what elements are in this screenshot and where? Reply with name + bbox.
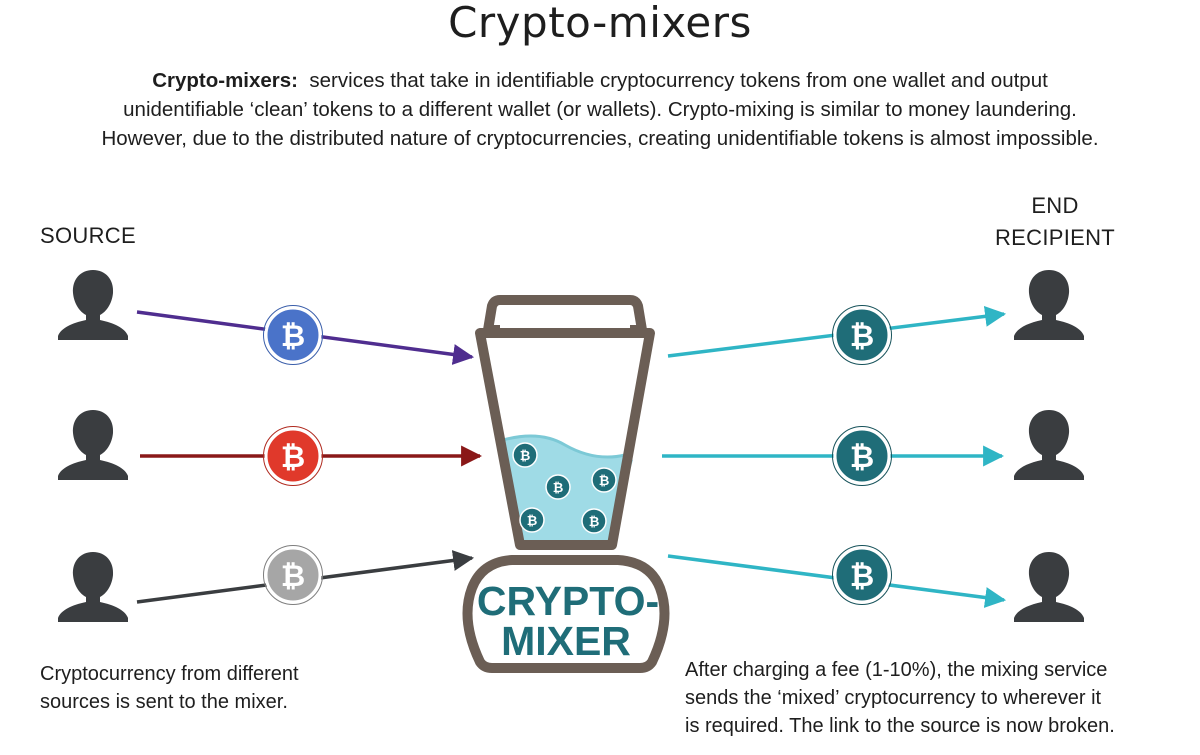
- output-coin-3-symbol: ₿: [850, 559, 874, 594]
- description-text-1: services that take in identifiable crypt…: [309, 69, 1048, 92]
- mixed-coin-2-symbol: ₿: [553, 481, 564, 496]
- end-recipient-label-line-2: RECIPIENT: [994, 225, 1116, 250]
- end-recipient-label-line-1: END: [1031, 193, 1079, 218]
- recipient-caption: After charging a fee (1-10%), the mixing…: [685, 656, 1195, 740]
- mixed-coin-3-symbol: ₿: [599, 474, 610, 489]
- source-person-3-icon: [58, 552, 128, 622]
- mixer-label-line-2: MIXER: [501, 618, 631, 664]
- output-coin-2-symbol: ₿: [850, 440, 874, 475]
- description-line-2: unidentifiable ‘clean’ tokens to a diffe…: [123, 98, 1077, 121]
- mixed-coin-5-symbol: ₿: [589, 515, 600, 530]
- description-line-1: Crypto-mixers: services that take in ide…: [0, 66, 1200, 95]
- end-recipient-label: END RECIPIENT: [980, 190, 1130, 254]
- source-person-2-icon: [58, 410, 128, 480]
- source-coin-3-symbol: ₿: [281, 559, 305, 594]
- mixed-coin-4-icon: ₿: [519, 507, 545, 533]
- blender-base: [462, 555, 670, 673]
- source-caption-line-1: Cryptocurrency from different: [40, 663, 299, 685]
- output-coin-3-icon: ₿: [832, 545, 892, 605]
- mixed-coin-2-icon: ₿: [545, 474, 571, 500]
- source-label: SOURCE: [40, 223, 136, 248]
- source-coin-2-icon: ₿: [263, 426, 323, 486]
- source-coin-1-icon: ₿: [263, 305, 323, 365]
- recipient-caption-line-2: sends the ‘mixed’ cryptocurrency to wher…: [685, 687, 1102, 709]
- mixed-coin-4-symbol: ₿: [527, 514, 538, 529]
- recipient-caption-line-3: is required. The link to the source is n…: [685, 715, 1115, 737]
- recipient-caption-line-1: After charging a fee (1-10%), the mixing…: [685, 659, 1108, 681]
- source-coin-1-symbol: ₿: [281, 319, 305, 354]
- mixed-coin-1-symbol: ₿: [520, 449, 531, 464]
- description-term: Crypto-mixers:: [152, 69, 298, 92]
- output-coin-2-icon: ₿: [832, 426, 892, 486]
- output-coin-1-symbol: ₿: [850, 319, 874, 354]
- recipient-person-2-icon: [1014, 410, 1084, 480]
- blender-liquid-surface: [502, 434, 626, 459]
- source-caption-line-2: sources is sent to the mixer.: [40, 691, 288, 713]
- blender-jar: [475, 328, 655, 550]
- mixed-coin-3-icon: ₿: [591, 467, 617, 493]
- recipient-person-3-icon: [1014, 552, 1084, 622]
- mixer-label-line-1: CRYPTO-: [477, 578, 659, 624]
- recipient-person-1-icon: [1014, 270, 1084, 340]
- description: Crypto-mixers: services that take in ide…: [0, 66, 1200, 153]
- source-caption: Cryptocurrency from different sources is…: [40, 660, 400, 716]
- output-coin-1-icon: ₿: [832, 305, 892, 365]
- page-title: Crypto-mixers: [448, 0, 752, 47]
- source-coin-2-symbol: ₿: [281, 440, 305, 475]
- source-coin-3-icon: ₿: [263, 545, 323, 605]
- mixed-coin-1-icon: ₿: [512, 442, 538, 468]
- mixed-coin-5-icon: ₿: [581, 508, 607, 534]
- source-person-1-icon: [58, 270, 128, 340]
- description-line-3: However, due to the distributed nature o…: [101, 127, 1099, 150]
- blender-lid: [483, 295, 647, 335]
